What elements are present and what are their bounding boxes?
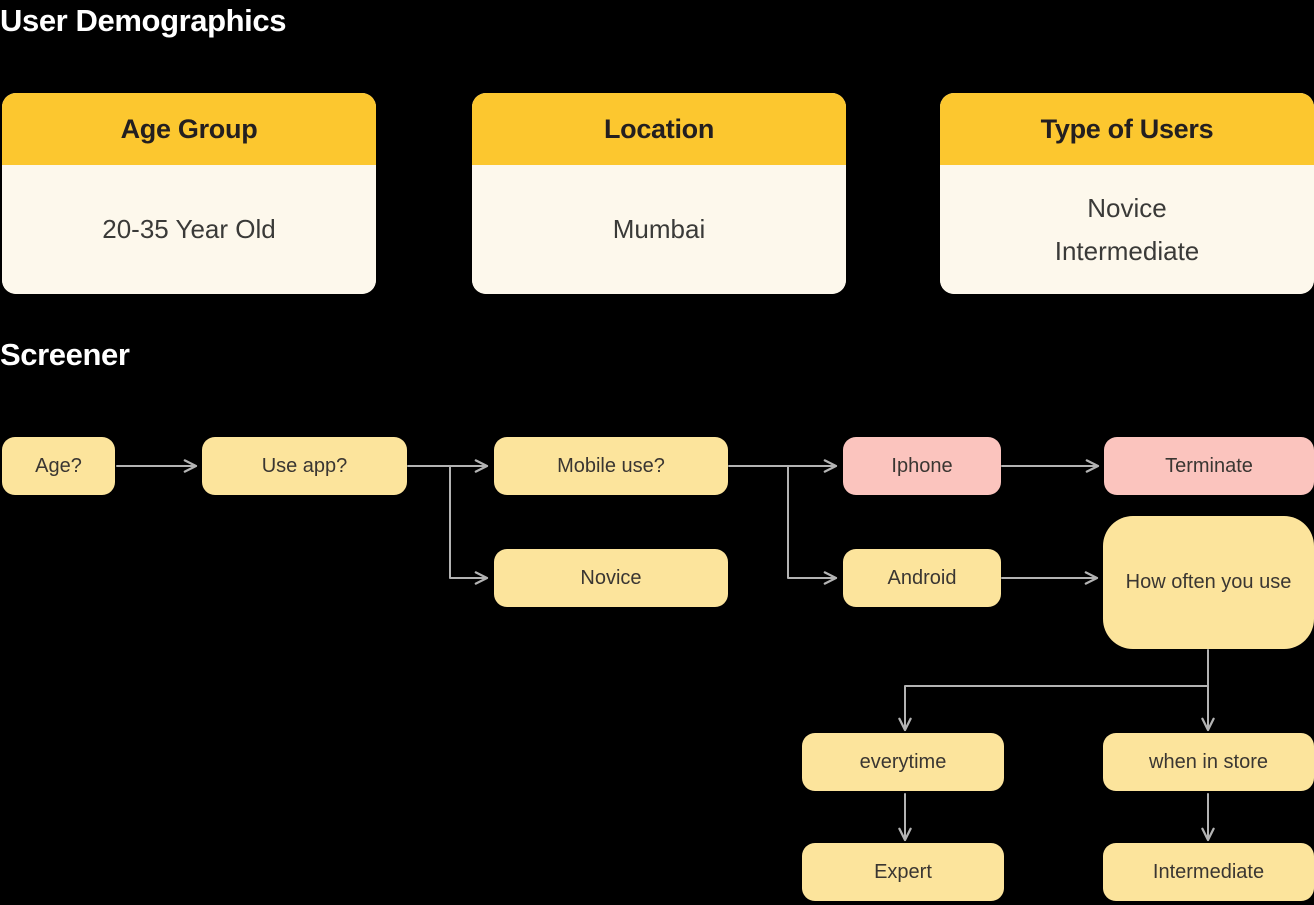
- flow-node-intermediate[interactable]: Intermediate: [1103, 843, 1314, 901]
- card-header-label: Location: [603, 113, 715, 144]
- flow-node-label: Novice: [580, 566, 642, 589]
- flow-node-expert[interactable]: Expert: [802, 843, 1004, 901]
- flow-node-novice[interactable]: Novice: [494, 549, 728, 607]
- flow-node-android[interactable]: Android: [843, 549, 1001, 607]
- flow-node-age[interactable]: Age?: [2, 437, 115, 495]
- card-body-line: Novice: [1087, 193, 1167, 224]
- card-body-line: 20-35 Year Old: [102, 214, 276, 245]
- flow-node-mobile-use[interactable]: Mobile use?: [494, 437, 728, 495]
- card-header: Age Group: [2, 93, 376, 165]
- flow-node-label: How often you use: [1125, 571, 1292, 593]
- flow-node-label: everytime: [859, 750, 947, 773]
- flow-node-label: Android: [887, 566, 957, 589]
- edge-how-often-to-everytime: [898, 649, 1209, 732]
- card-body: 20-35 Year Old: [2, 165, 376, 294]
- flow-node-iphone[interactable]: Iphone: [843, 437, 1001, 495]
- flow-node-use-app[interactable]: Use app?: [202, 437, 407, 495]
- flow-node-label: Use app?: [261, 454, 348, 477]
- card-header: Location: [472, 93, 846, 165]
- flow-node-how-often-you-use[interactable]: How often you use: [1103, 516, 1314, 649]
- card-body: Novice Intermediate: [940, 165, 1314, 294]
- flow-node-label: Intermediate: [1152, 860, 1265, 883]
- demographic-card-location: Location Mumbai: [472, 93, 846, 294]
- flow-node-when-in-store[interactable]: when in store: [1103, 733, 1314, 791]
- card-body-line: Mumbai: [612, 214, 706, 245]
- page-title-demographics: User Demographics: [0, 3, 287, 38]
- demographic-card-type-of-users: Type of Users Novice Intermediate: [940, 93, 1314, 294]
- flow-node-label: Expert: [874, 860, 932, 883]
- flow-node-everytime[interactable]: everytime: [802, 733, 1004, 791]
- edge-mobile-use-to-android: [728, 465, 838, 585]
- card-header: Type of Users: [940, 93, 1314, 165]
- card-body-line: Intermediate: [1054, 235, 1200, 266]
- card-header-label: Type of Users: [1040, 113, 1214, 144]
- flow-node-label: Terminate: [1165, 454, 1253, 477]
- page-title-screener: Screener: [0, 337, 130, 372]
- card-header-label: Age Group: [120, 113, 258, 144]
- flow-node-label: Age?: [35, 454, 82, 477]
- flow-node-label: Iphone: [891, 454, 953, 477]
- card-body: Mumbai: [472, 165, 846, 294]
- flow-node-label: Mobile use?: [557, 454, 665, 477]
- flow-node-terminate[interactable]: Terminate: [1104, 437, 1314, 495]
- flow-node-label: when in store: [1149, 750, 1268, 773]
- edge-use-app-to-novice: [407, 465, 489, 585]
- demographic-card-age-group: Age Group 20-35 Year Old: [2, 93, 376, 294]
